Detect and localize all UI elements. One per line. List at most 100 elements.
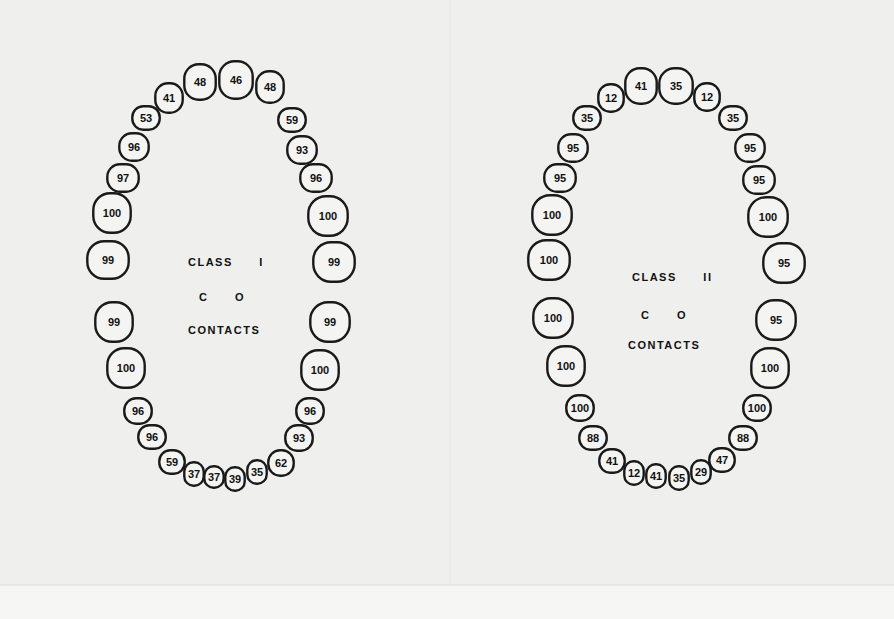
- tooth-outline: 95: [755, 299, 797, 341]
- contact-percentage: 37: [203, 471, 225, 483]
- chart-label: CLASS II: [632, 271, 712, 283]
- chart-label: C O: [199, 291, 245, 303]
- contact-percentage: 100: [531, 209, 573, 221]
- contact-percentage: 59: [277, 114, 307, 126]
- contact-percentage: 100: [532, 312, 574, 324]
- tooth-outline: 39: [224, 466, 246, 492]
- tooth-outline: 100: [546, 345, 586, 387]
- tooth-outline: 97: [106, 163, 140, 193]
- tooth-outline: 48: [183, 63, 217, 101]
- tooth-outline: 59: [158, 449, 186, 475]
- tooth-outline: 100: [742, 394, 772, 422]
- tooth-outline: 12: [623, 460, 645, 486]
- contact-percentage: 100: [546, 360, 586, 372]
- tooth-outline: 37: [183, 461, 205, 487]
- contact-percentage: 35: [572, 112, 602, 124]
- contact-percentage: 95: [543, 172, 577, 184]
- contact-percentage: 100: [92, 207, 132, 219]
- contact-percentage: 100: [300, 364, 340, 376]
- contact-percentage: 53: [131, 112, 161, 124]
- tooth-outline: 96: [295, 397, 325, 425]
- contact-percentage: 41: [154, 92, 184, 104]
- contact-percentage: 99: [86, 254, 130, 266]
- tooth-outline: 47: [708, 447, 736, 473]
- tooth-outline: 41: [624, 67, 658, 105]
- tooth-outline: 95: [557, 133, 589, 163]
- tooth-outline: 100: [106, 347, 146, 389]
- contact-percentage: 97: [106, 172, 140, 184]
- contact-percentage: 12: [693, 91, 721, 103]
- contact-percentage: 95: [762, 257, 806, 269]
- contact-percentage: 95: [755, 314, 797, 326]
- contact-percentage: 35: [668, 472, 690, 484]
- tooth-outline: 100: [750, 347, 790, 389]
- contact-percentage: 88: [728, 432, 758, 444]
- tooth-outline: 99: [86, 240, 130, 280]
- contact-percentage: 96: [118, 141, 150, 153]
- page-edge: [0, 585, 894, 586]
- tooth-outline: 37: [203, 465, 225, 489]
- contact-percentage: 88: [578, 432, 608, 444]
- contact-percentage: 96: [137, 431, 167, 443]
- tooth-outline: 100: [532, 297, 574, 339]
- contact-percentage: 12: [597, 92, 625, 104]
- contact-percentage: 37: [183, 468, 205, 480]
- chart-label: CLASS I: [188, 256, 264, 268]
- tooth-outline: 100: [527, 239, 571, 281]
- contact-percentage: 99: [312, 256, 356, 268]
- contact-percentage: 35: [718, 112, 748, 124]
- contact-percentage: 100: [307, 210, 349, 222]
- tooth-outline: 35: [658, 67, 694, 105]
- chart-label: CONTACTS: [628, 339, 700, 351]
- contact-percentage: 41: [598, 455, 626, 467]
- contact-percentage: 39: [224, 473, 246, 485]
- tooth-outline: 95: [762, 242, 806, 284]
- contact-percentage: 93: [286, 144, 318, 156]
- tooth-outline: 12: [597, 83, 625, 113]
- tooth-outline: 46: [218, 60, 254, 100]
- tooth-outline: 35: [718, 105, 748, 131]
- contact-percentage: 99: [94, 316, 134, 328]
- tooth-outline: 99: [309, 301, 351, 343]
- contact-percentage: 95: [734, 142, 766, 154]
- contact-percentage: 96: [299, 172, 333, 184]
- contact-percentage: 48: [183, 76, 217, 88]
- contact-percentage: 96: [123, 405, 153, 417]
- tooth-outline: 88: [728, 425, 758, 451]
- contact-percentage: 48: [255, 81, 285, 93]
- tooth-outline: 93: [286, 135, 318, 165]
- contact-percentage: 100: [742, 402, 772, 414]
- sheet-join: [450, 0, 451, 585]
- tooth-outline: 96: [123, 397, 153, 425]
- contact-percentage: 96: [295, 405, 325, 417]
- contact-percentage: 35: [246, 466, 268, 478]
- tooth-outline: 95: [543, 163, 577, 193]
- contact-percentage: 41: [645, 470, 667, 482]
- contact-percentage: 35: [658, 80, 694, 92]
- contact-percentage: 47: [708, 454, 736, 466]
- contact-percentage: 100: [527, 254, 571, 266]
- tooth-outline: 96: [137, 424, 167, 450]
- tooth-outline: 100: [300, 349, 340, 391]
- tooth-outline: 59: [277, 107, 307, 133]
- tooth-outline: 88: [578, 425, 608, 451]
- tooth-outline: 100: [307, 195, 349, 237]
- tooth-outline: 35: [246, 459, 268, 485]
- tooth-outline: 99: [94, 301, 134, 343]
- contact-percentage: 12: [623, 467, 645, 479]
- contact-percentage: 100: [750, 362, 790, 374]
- contact-percentage: 46: [218, 74, 254, 86]
- tooth-outline: 100: [531, 194, 573, 236]
- tooth-outline: 62: [267, 449, 295, 477]
- tooth-outline: 96: [118, 132, 150, 162]
- contact-percentage: 100: [747, 211, 789, 223]
- tooth-outline: 100: [92, 192, 132, 234]
- tooth-outline: 100: [565, 394, 595, 422]
- tooth-outline: 35: [572, 105, 602, 131]
- contact-percentage: 62: [267, 457, 295, 469]
- tooth-outline: 93: [284, 424, 314, 452]
- tooth-outline: 12: [693, 82, 721, 112]
- contact-percentage: 100: [565, 402, 595, 414]
- tooth-outline: 41: [645, 463, 667, 489]
- chart-label: CONTACTS: [188, 324, 260, 336]
